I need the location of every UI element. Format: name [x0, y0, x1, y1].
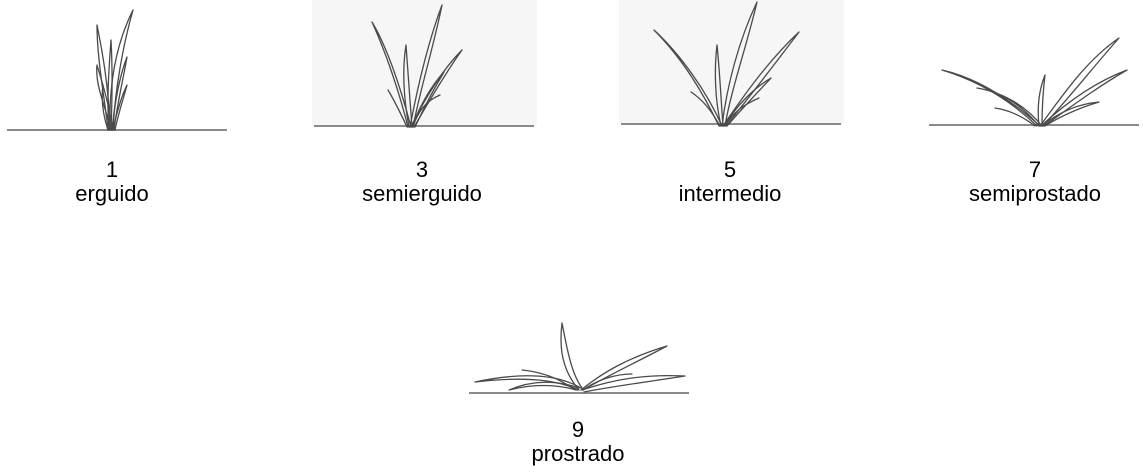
caption-prostrado: 9 prostrado — [478, 418, 678, 466]
habit-label: intermedio — [678, 181, 782, 206]
habit-score: 1 — [105, 157, 119, 182]
habit-illustration-semierguido — [312, 0, 537, 132]
habit-illustration-prostrado — [467, 318, 692, 398]
habit-score: 9 — [571, 417, 585, 442]
upright-plant-icon — [7, 9, 227, 131]
habit-score: 7 — [1028, 157, 1042, 182]
habit-label: semierguido — [362, 181, 482, 206]
prostrate-plant-icon — [469, 322, 689, 394]
caption-semierguido: 3 semierguido — [322, 158, 522, 206]
habit-score: 5 — [723, 157, 737, 182]
caption-intermedio: 5 intermedio — [630, 158, 830, 206]
habit-label: semiprostado — [968, 181, 1102, 206]
habit-illustration-erguido — [5, 5, 230, 135]
habit-illustration-intermedio — [619, 0, 844, 132]
semi-prostrate-plant-icon — [929, 37, 1139, 127]
habit-illustration-semiprostado — [927, 20, 1142, 132]
semi-upright-plant-icon — [312, 0, 537, 128]
caption-erguido: 1 erguido — [12, 158, 212, 206]
habit-score: 3 — [415, 157, 429, 182]
intermediate-plant-icon — [619, 0, 844, 127]
habit-label: prostrado — [531, 441, 625, 466]
habit-label: erguido — [75, 181, 149, 206]
caption-semiprostado: 7 semiprostado — [935, 158, 1135, 206]
